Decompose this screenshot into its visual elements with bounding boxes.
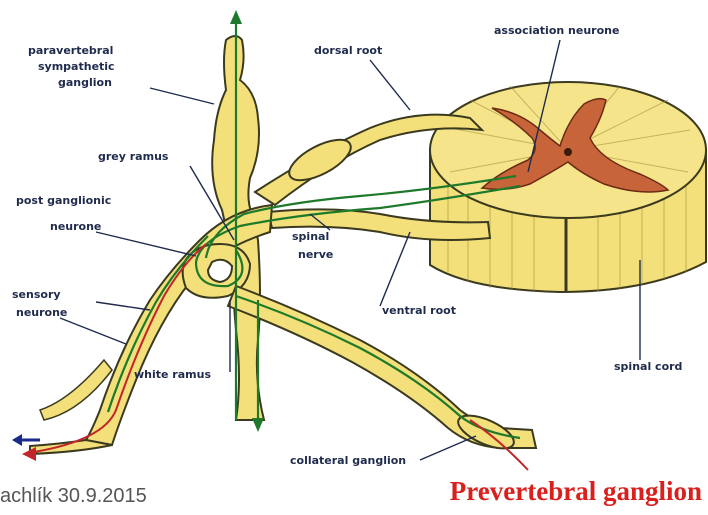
label-spinal-cord: spinal cord xyxy=(614,360,682,373)
label-dorsal-root: dorsal root xyxy=(314,44,382,57)
label-paravertebral-2: sympathetic xyxy=(38,60,115,73)
label-sensory-neurone-2: neurone xyxy=(16,306,67,319)
label-paravertebral-3: ganglion xyxy=(58,76,112,89)
prevertebral-ganglion-caption: Prevertebral ganglion xyxy=(450,476,702,507)
arrowhead-down xyxy=(252,418,264,432)
label-spinal-nerve-2: nerve xyxy=(298,248,333,261)
label-post-ganglionic-2: neurone xyxy=(50,220,101,233)
spinal-cord xyxy=(430,82,706,292)
label-collateral-ganglion: collateral ganglion xyxy=(290,454,406,467)
arrowhead-up xyxy=(230,10,242,24)
label-grey-ramus: grey ramus xyxy=(98,150,169,163)
label-spinal-nerve-1: spinal xyxy=(292,230,329,243)
label-ventral-root: ventral root xyxy=(382,304,456,317)
label-sensory-neurone-1: sensory xyxy=(12,288,61,301)
label-post-ganglionic-1: post ganglionic xyxy=(16,194,111,207)
label-white-ramus: white ramus xyxy=(134,368,211,381)
author-date-caption: achlík 30.9.2015 xyxy=(0,485,147,508)
label-paravertebral-1: paravertebral xyxy=(28,44,113,57)
label-association-neurone: association neurone xyxy=(494,24,619,37)
